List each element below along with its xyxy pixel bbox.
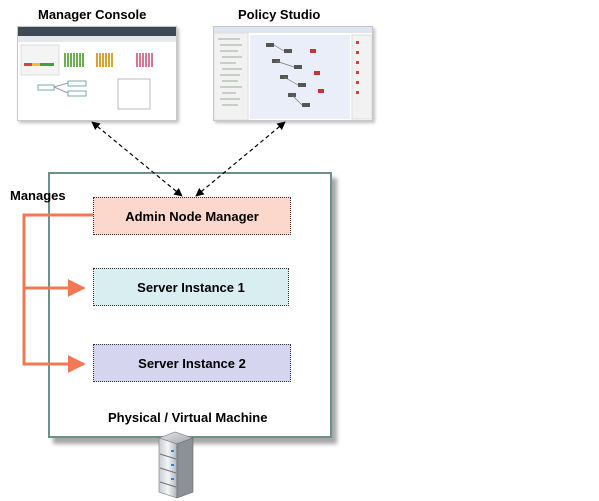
server-icon: [158, 431, 194, 499]
machine-label: Physical / Virtual Machine: [108, 410, 268, 425]
manager-console-label: Manager Console: [38, 7, 147, 22]
server-instance-2-box: Server Instance 2: [93, 344, 291, 382]
manages-label: Manages: [10, 188, 66, 203]
manager-console-thumbnail-art: [18, 27, 176, 110]
policy-studio-screenshot: [213, 26, 373, 121]
server-instance-1-label: Server Instance 1: [137, 279, 245, 295]
server-instance-2-label: Server Instance 2: [138, 355, 246, 371]
policy-studio-thumbnail-art: [214, 27, 372, 120]
admin-node-manager-label: Admin Node Manager: [125, 208, 259, 224]
admin-node-manager-box: Admin Node Manager: [93, 197, 291, 235]
manager-console-screenshot: [17, 26, 177, 121]
manager-console-connector: [91, 121, 183, 197]
server-instance-1-box: Server Instance 1: [93, 268, 289, 306]
policy-studio-label: Policy Studio: [238, 7, 321, 22]
policy-studio-connector: [195, 121, 286, 197]
